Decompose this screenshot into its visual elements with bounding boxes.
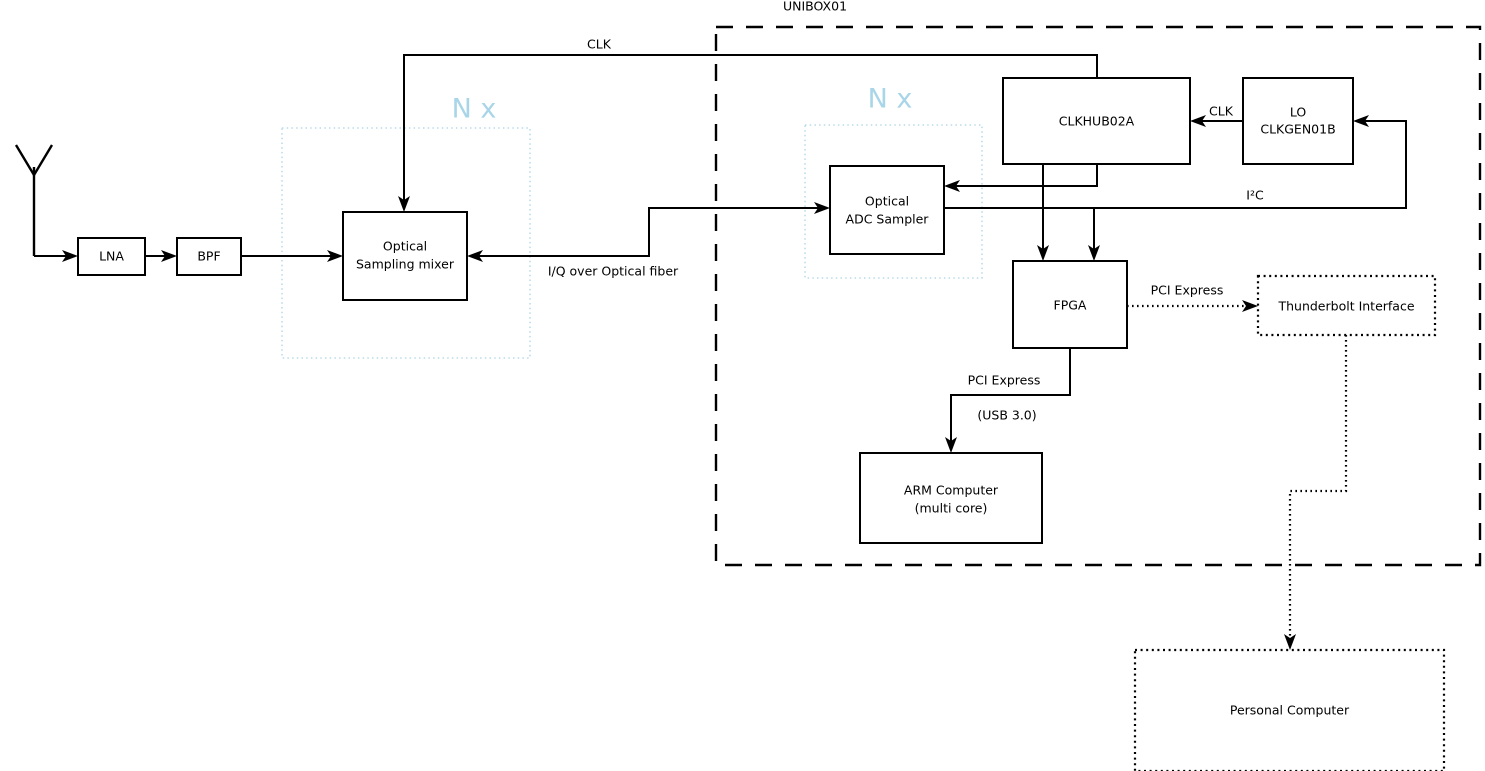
optical-adc-sampler-label-line1: Optical (865, 194, 909, 209)
personal-computer-block[interactable] (1133, 648, 1446, 771)
bpf-block[interactable] (176, 237, 242, 276)
wire-clkhub-to-fpga (1037, 164, 1049, 261)
nx-label-left: N x (452, 94, 497, 125)
nx-region-right (804, 124, 983, 279)
wire-i2c (944, 115, 1407, 261)
nx-region-left (281, 127, 531, 359)
fpga-block[interactable] (1012, 260, 1128, 349)
antenna-icon (14, 144, 54, 256)
iq-fiber-label: I/Q over Optical fiber (548, 264, 679, 279)
unibox-enclosure (714, 25, 1482, 567)
i2c-label: I²C (1246, 188, 1264, 203)
wire-bpf-to-mixer (241, 250, 343, 262)
wire-lo-to-clkhub (1190, 115, 1243, 127)
nx-label-right: N x (868, 84, 913, 115)
lo-clkgen-label-line2: CLKGEN01B (1260, 122, 1335, 137)
clkhub-label: CLKHUB02A (1059, 114, 1135, 129)
pcie-thunderbolt-label: PCI Express (1151, 283, 1224, 298)
pcie-arm-label: PCI Express (968, 373, 1041, 388)
optical-sampling-mixer-label-line1: Optical (383, 239, 427, 254)
thunderbolt-interface-block[interactable] (1256, 274, 1437, 337)
wire-iq-optical-fiber (467, 202, 830, 262)
wire-lna-to-bpf (145, 250, 177, 262)
optical-adc-sampler-label-line2: ADC Sampler (846, 212, 930, 227)
optical-adc-sampler-block[interactable] (829, 165, 945, 255)
wire-clk-to-mixer (398, 54, 1098, 212)
fpga-label: FPGA (1054, 298, 1087, 313)
arm-computer-label-line2: (multi core) (915, 501, 988, 516)
wire-thunderbolt-to-pc (1284, 335, 1348, 650)
lna-label: LNA (99, 249, 124, 264)
wire-fpga-to-thunderbolt (1127, 300, 1258, 312)
optical-sampling-mixer-label-line2: Sampling mixer (356, 257, 455, 272)
lo-clkgen-label-line1: LO (1290, 105, 1307, 120)
bpf-label: BPF (197, 249, 220, 264)
clk-lo-label: CLK (1209, 104, 1234, 119)
usb3-label: (USB 3.0) (977, 408, 1036, 423)
personal-computer-label: Personal Computer (1230, 703, 1350, 718)
wire-fpga-to-arm (945, 348, 1071, 453)
arm-computer-block[interactable] (859, 452, 1043, 544)
unibox-label: UNIBOX01 (783, 0, 847, 14)
wire-clkhub-to-adc (944, 164, 1098, 192)
arm-computer-label-line1: ARM Computer (904, 483, 999, 498)
wire-antenna-to-lna (34, 250, 78, 262)
clk-top-label: CLK (587, 37, 612, 52)
lna-block[interactable] (77, 237, 146, 276)
thunderbolt-interface-label: Thunderbolt Interface (1277, 299, 1414, 314)
